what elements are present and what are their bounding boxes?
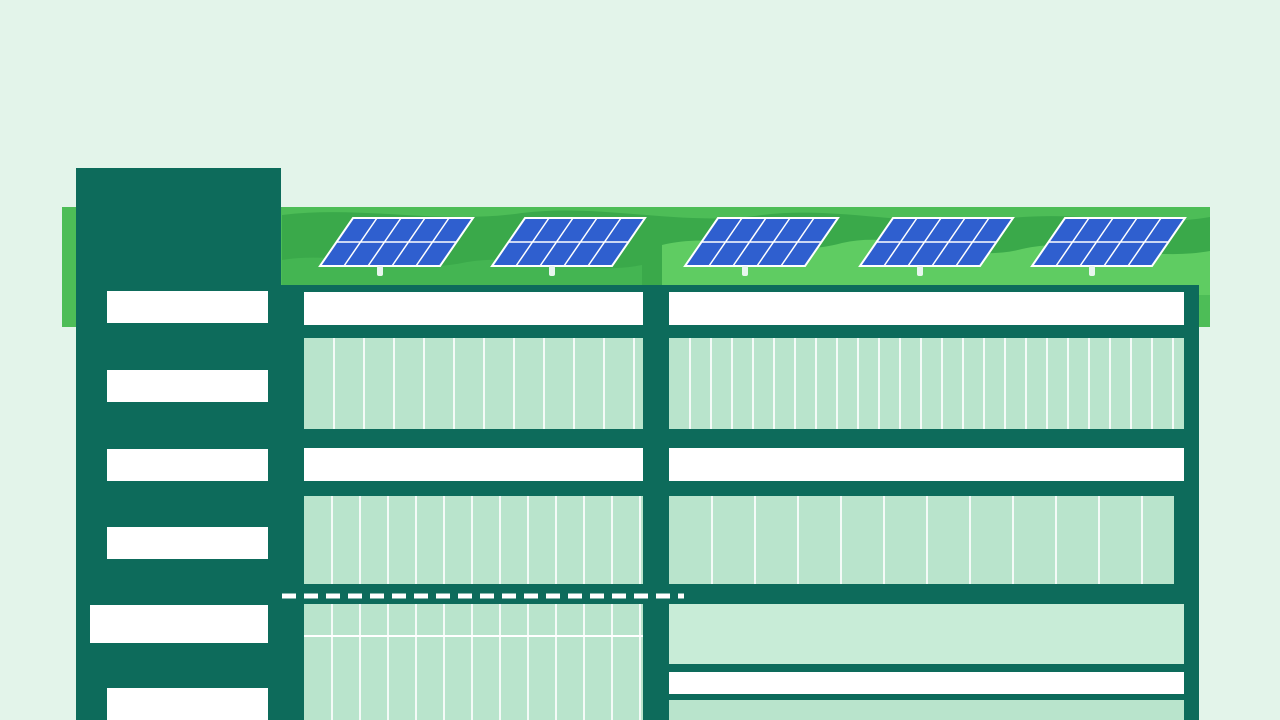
floor-slab [669,292,1184,325]
window-band [669,338,1184,429]
window-band [669,496,1174,584]
floor-slab [669,448,1184,481]
solar-panel [1030,217,1187,276]
tower-window-1 [107,291,268,323]
solar-panel [318,217,475,276]
solar-panel [683,217,840,276]
floor-slab [669,672,1184,694]
window-band [304,338,643,429]
solar-panel [858,217,1015,276]
tower-window-4 [107,527,268,559]
tower-window-3 [107,449,268,481]
solar-panel [490,217,647,276]
dashed-railing [282,593,684,599]
floor-slab [304,292,643,325]
tower-window-5 [90,605,268,643]
window-band [669,604,1184,664]
window-band [669,700,1184,720]
tower-window-2 [107,370,268,402]
floor-slab [304,448,643,481]
tower-window-6 [107,688,268,720]
